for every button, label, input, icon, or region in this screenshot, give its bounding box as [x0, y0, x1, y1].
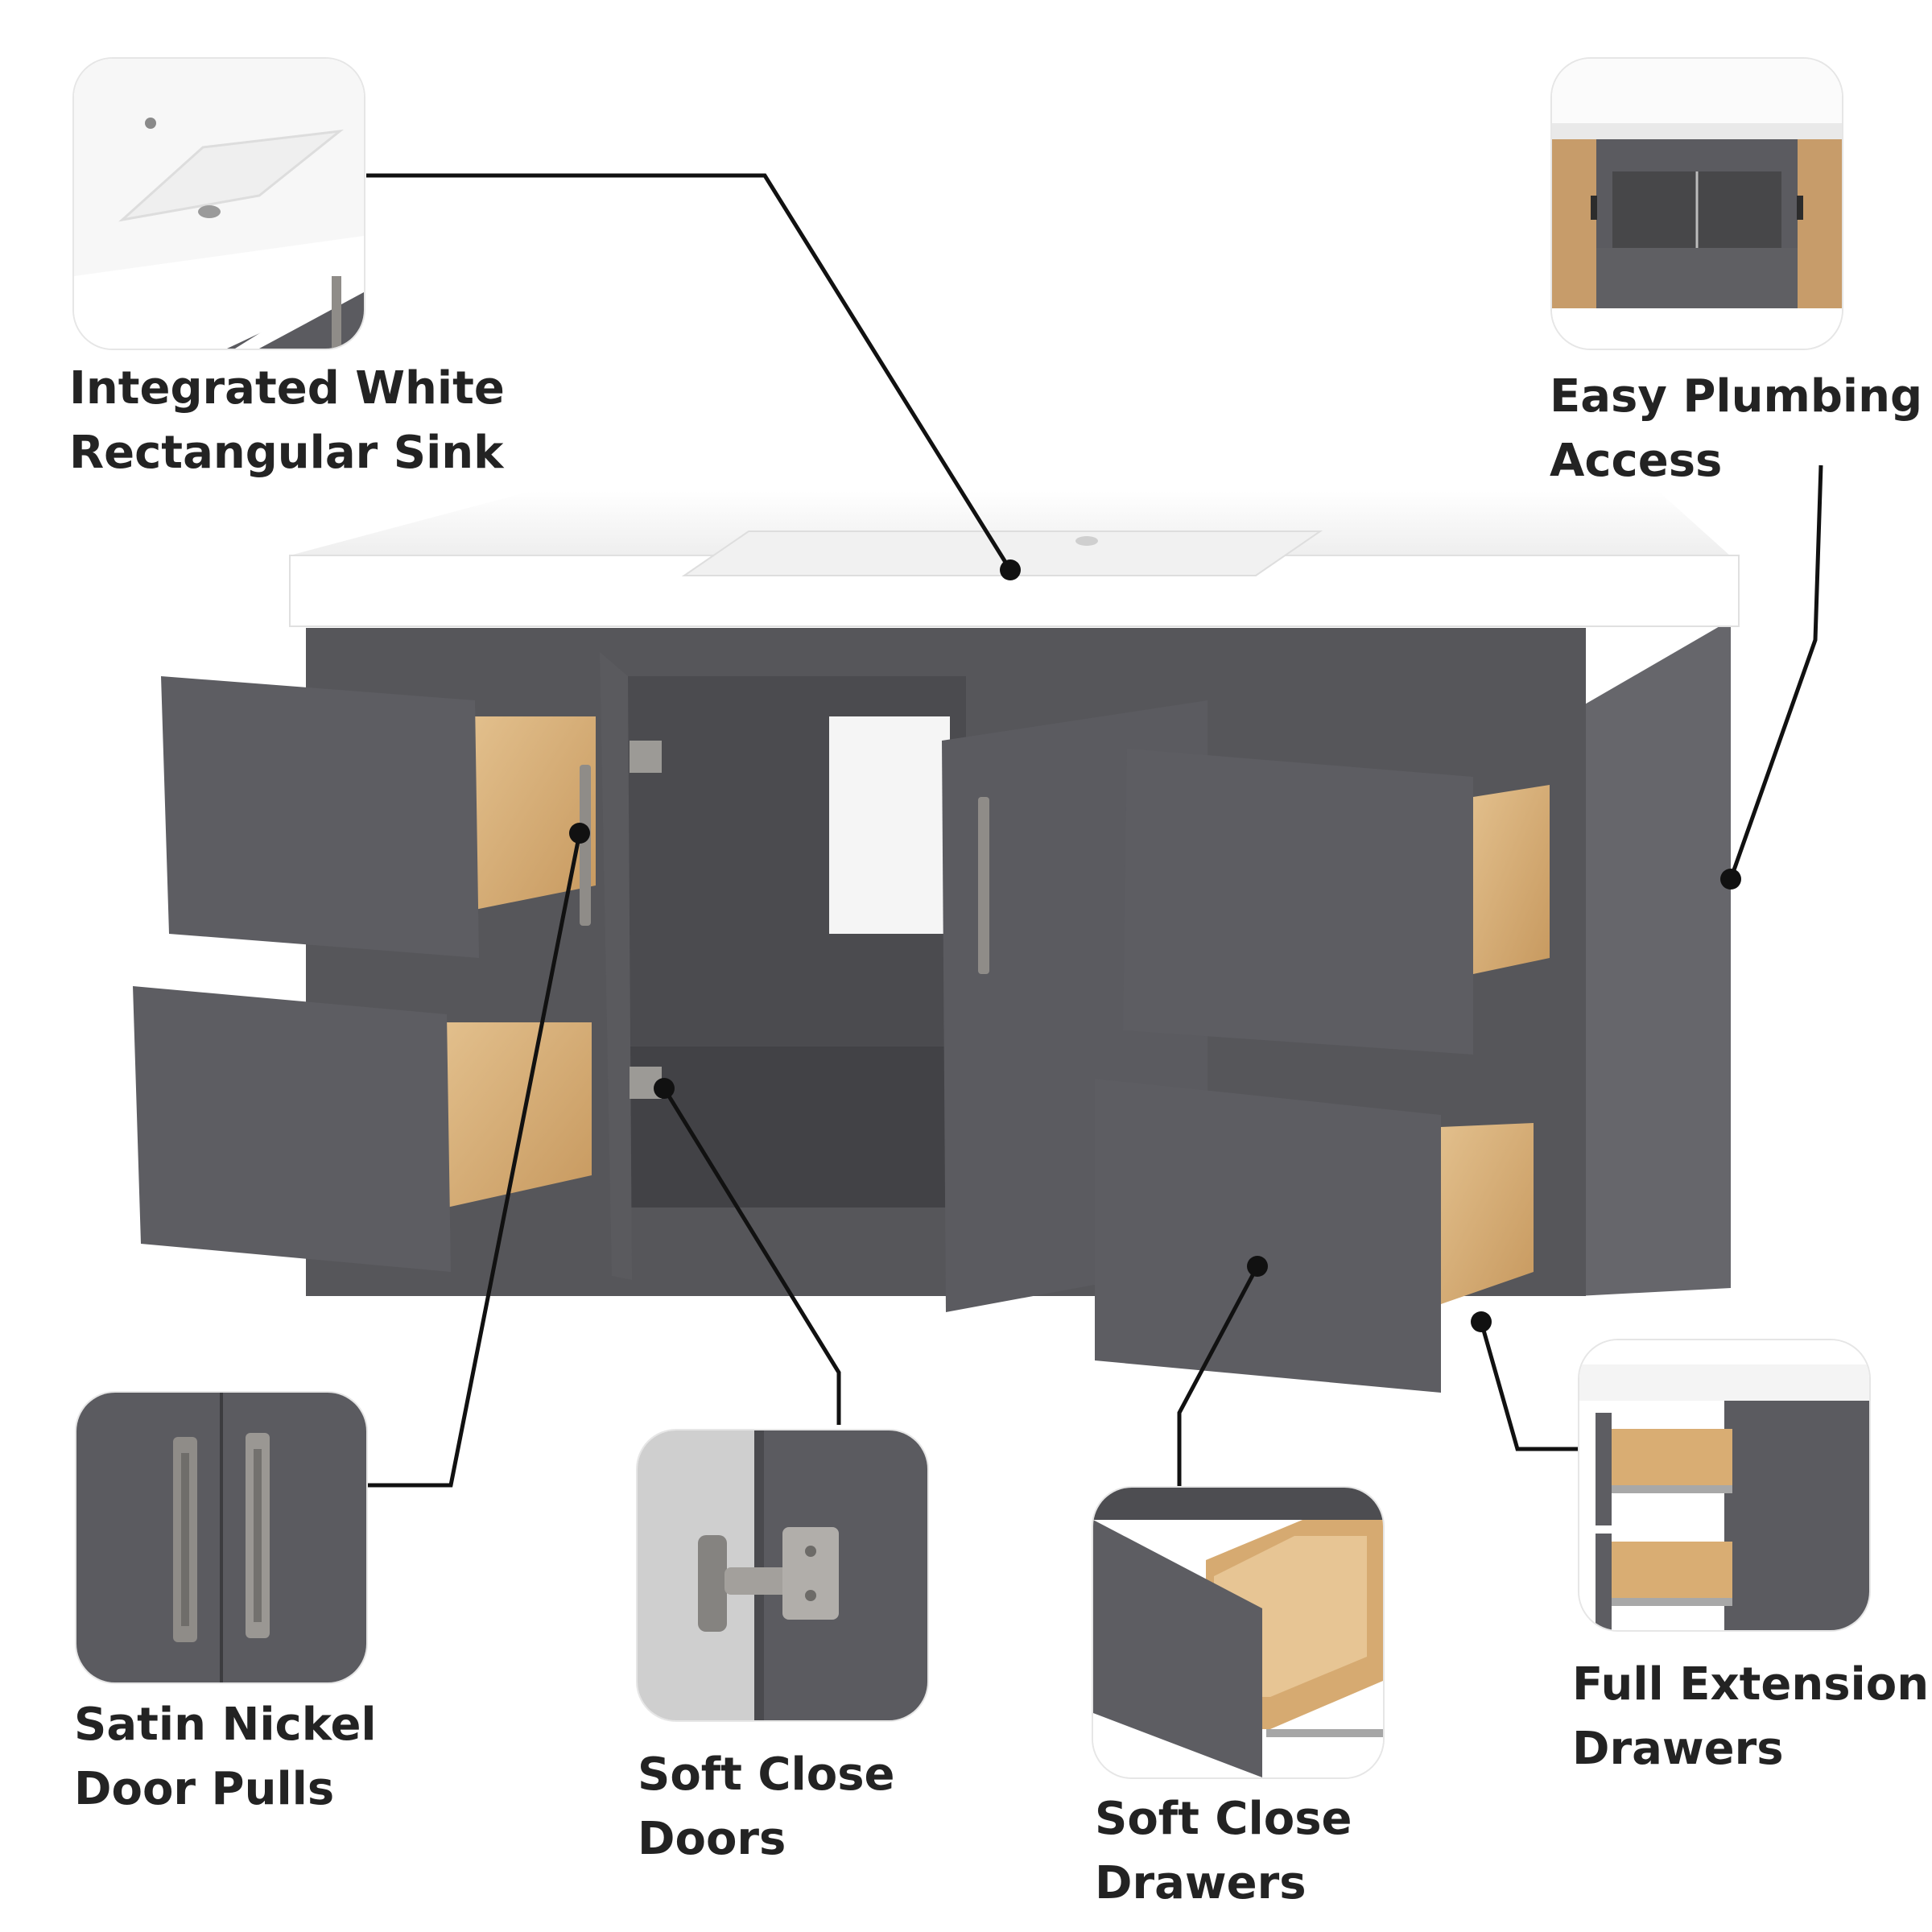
caption-pulls-line-1: Satin Nickel: [74, 1699, 377, 1751]
left-upper-hinge: [630, 741, 662, 773]
callout-dot-plumbing: [1720, 869, 1741, 890]
callout-dot-doors: [654, 1078, 675, 1099]
right-lower-drawer-front: [1095, 1079, 1441, 1393]
left-upper-drawer-box: [475, 716, 596, 910]
callout-line-doors: [662, 1087, 841, 1425]
callout-line-pulls: [366, 832, 582, 1488]
callout-line-plumbing: [1728, 464, 1823, 880]
thumbnail-plumbing: [1552, 59, 1842, 349]
left-door-pull: [580, 765, 591, 926]
caption-plumbing-line-1: Easy Plumbing: [1550, 370, 1923, 423]
countertop-top-surface: [290, 491, 1739, 564]
thumbnail-sink: [74, 59, 364, 349]
caption-sink: Integrated White Rectangular Sink: [69, 357, 505, 485]
right-upper-drawer-box: [1473, 785, 1550, 974]
caption-sink-line-1: Integrated White: [69, 362, 505, 415]
caption-soft-drawers-line-2: Drawers: [1095, 1857, 1307, 1909]
caption-doors-line-2: Doors: [638, 1813, 786, 1865]
right-door-pull: [978, 797, 989, 974]
callout-dot-pulls: [569, 823, 590, 844]
left-upper-drawer-front: [161, 676, 479, 958]
caption-extension-line-2: Drawers: [1572, 1723, 1784, 1775]
caption-pulls: Satin Nickel Door Pulls: [74, 1693, 377, 1822]
callout-line-soft-drawers: [1177, 1265, 1260, 1488]
callout-line-sink: [366, 173, 1013, 572]
caption-doors: Soft Close Doors: [638, 1743, 895, 1872]
callout-dot-extension: [1471, 1311, 1492, 1332]
left-lower-drawer-box: [447, 1022, 592, 1208]
callout-line-extension: [1479, 1321, 1579, 1451]
left-open-door: [600, 652, 632, 1280]
thumbnail-soft-drawers: [1093, 1488, 1383, 1777]
caption-plumbing-line-2: Access: [1550, 435, 1723, 487]
caption-soft-drawers: Soft Close Drawers: [1095, 1787, 1352, 1916]
left-lower-drawer-front: [133, 986, 451, 1272]
caption-doors-line-1: Soft Close: [638, 1748, 895, 1801]
thumbnail-extension: [1579, 1340, 1869, 1630]
caption-pulls-line-2: Door Pulls: [74, 1763, 335, 1815]
thumbnail-doors: [638, 1430, 927, 1720]
right-upper-drawer-front: [1123, 749, 1473, 1055]
interior-back-opening: [829, 716, 950, 934]
callout-dot-sink: [1000, 559, 1021, 580]
cabinet-side-panel: [1578, 620, 1731, 1296]
caption-soft-drawers-line-1: Soft Close: [1095, 1793, 1352, 1845]
caption-extension-line-1: Full Extension: [1572, 1658, 1930, 1711]
thumbnail-pulls: [76, 1393, 366, 1682]
caption-sink-line-2: Rectangular Sink: [69, 427, 504, 479]
caption-extension: Full Extension Drawers: [1572, 1653, 1929, 1781]
right-lower-drawer-box: [1441, 1123, 1534, 1304]
callout-dot-soft-drawers: [1247, 1256, 1268, 1277]
faucet-hole: [1075, 536, 1098, 546]
caption-plumbing: Easy Plumbing Access: [1550, 365, 1922, 493]
